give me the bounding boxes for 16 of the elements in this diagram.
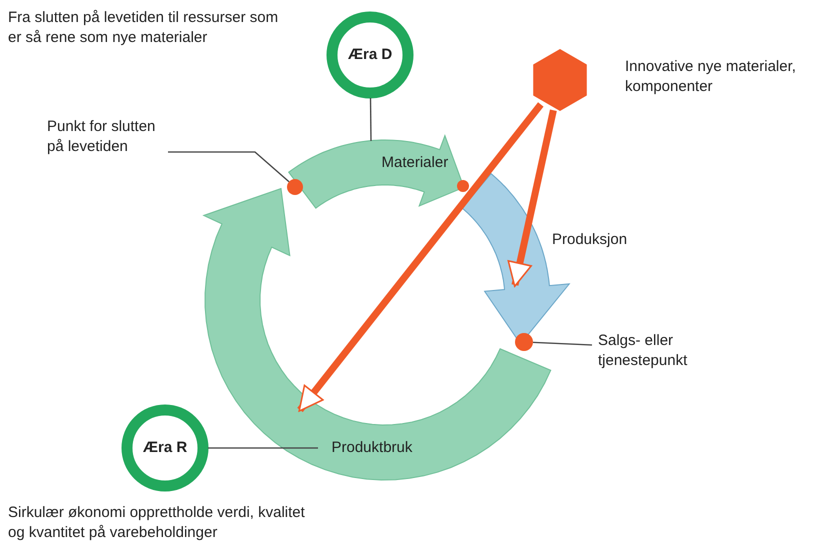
callout-text: Punkt for slutten på levetiden	[47, 117, 165, 158]
arrow-label: Produksjon	[552, 230, 628, 250]
arrow	[297, 102, 544, 412]
arrow-label: Produktbruk	[332, 438, 412, 458]
era-label: Æra D	[348, 45, 392, 65]
era-label: Æra R	[143, 438, 188, 458]
leader-line	[370, 98, 372, 141]
leader-line	[532, 342, 592, 346]
arrow-label: Materialer	[382, 153, 448, 173]
leader-line	[208, 447, 318, 449]
leader-line	[168, 151, 290, 182]
description-text: Sirkulær økonomi opprettholde verdi, kvalitet og kvantitet på varebeholdinger	[8, 503, 306, 544]
callout-text: Salgs- eller tjenestepunkt	[598, 331, 723, 372]
callout-text: Innovative nye materialer, komponenter	[625, 57, 797, 98]
description-text: Fra slutten på levetiden til ressurser som er så rene som nye materialer	[8, 8, 280, 48]
arrow	[508, 110, 557, 288]
